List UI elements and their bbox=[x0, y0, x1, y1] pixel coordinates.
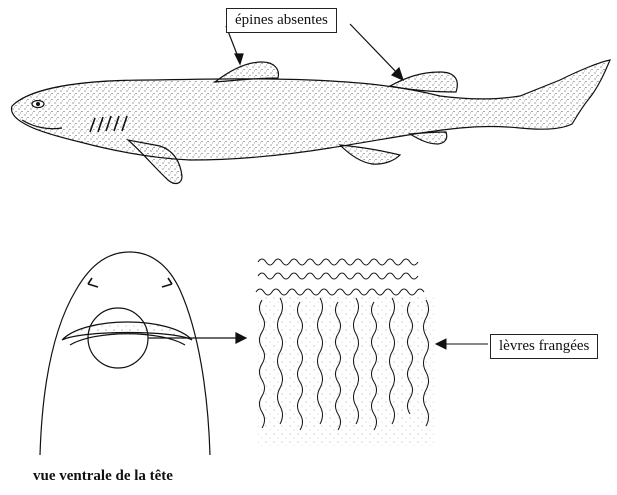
pelvic-fin bbox=[340, 145, 400, 164]
anal-fin bbox=[410, 132, 447, 144]
head-outline bbox=[40, 252, 210, 455]
shark-side-view bbox=[12, 60, 610, 183]
fringed-lips-label: lèvres frangées bbox=[490, 334, 598, 359]
ventral-head-view bbox=[40, 252, 246, 455]
magnify-circle bbox=[88, 308, 148, 368]
fringed-lips-detail bbox=[256, 259, 488, 446]
figure-caption: vue ventrale de la tête bbox=[33, 468, 173, 485]
spines-absent-label: épines absentes bbox=[226, 8, 337, 33]
shark-body bbox=[12, 60, 610, 160]
mouth-outline bbox=[62, 322, 192, 340]
